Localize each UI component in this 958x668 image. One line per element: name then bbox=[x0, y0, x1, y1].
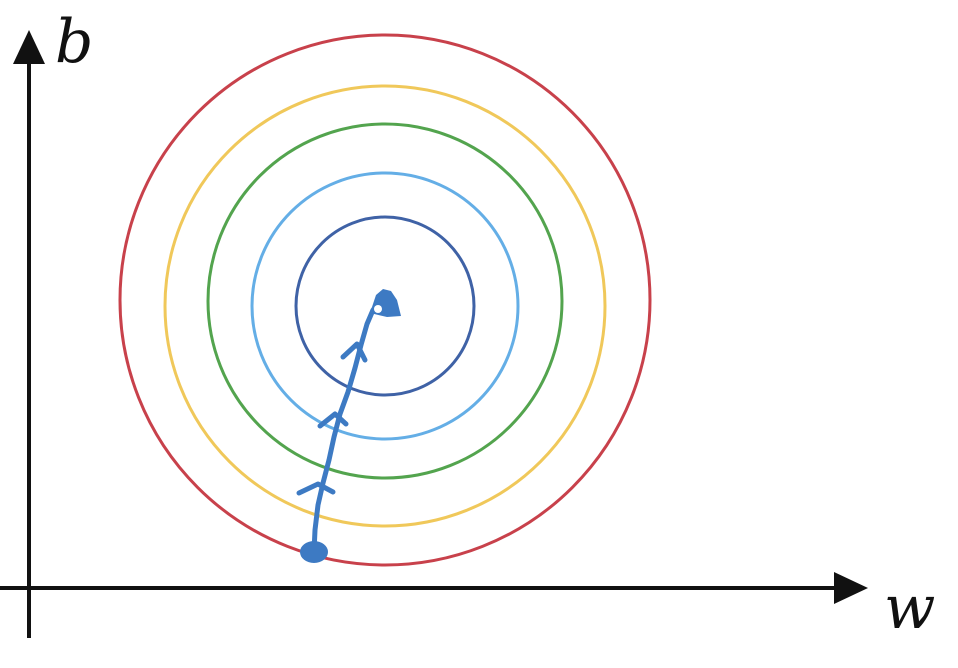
contour-ring-4 bbox=[163, 84, 607, 528]
step-tick-3 bbox=[340, 341, 368, 363]
contour-ring-3 bbox=[206, 122, 564, 480]
step-tick-2 bbox=[317, 411, 349, 429]
contour-ring-2 bbox=[250, 171, 520, 441]
minimum-point-hole bbox=[374, 305, 382, 313]
x-axis-label: w bbox=[884, 573, 935, 643]
descent-path bbox=[296, 289, 401, 563]
y-axis-arrowhead bbox=[13, 30, 45, 64]
contour-ring-5 bbox=[118, 33, 652, 567]
start-point-marker bbox=[300, 541, 328, 563]
step-tick-1 bbox=[296, 481, 336, 496]
minimum-point-marker bbox=[370, 289, 401, 317]
descent-path-line bbox=[311, 299, 383, 555]
x-axis-arrowhead bbox=[834, 572, 868, 604]
contour-ring-1 bbox=[294, 215, 476, 397]
axes: b w bbox=[0, 7, 935, 643]
y-axis-label: b bbox=[55, 7, 93, 77]
contour-rings bbox=[118, 33, 652, 567]
